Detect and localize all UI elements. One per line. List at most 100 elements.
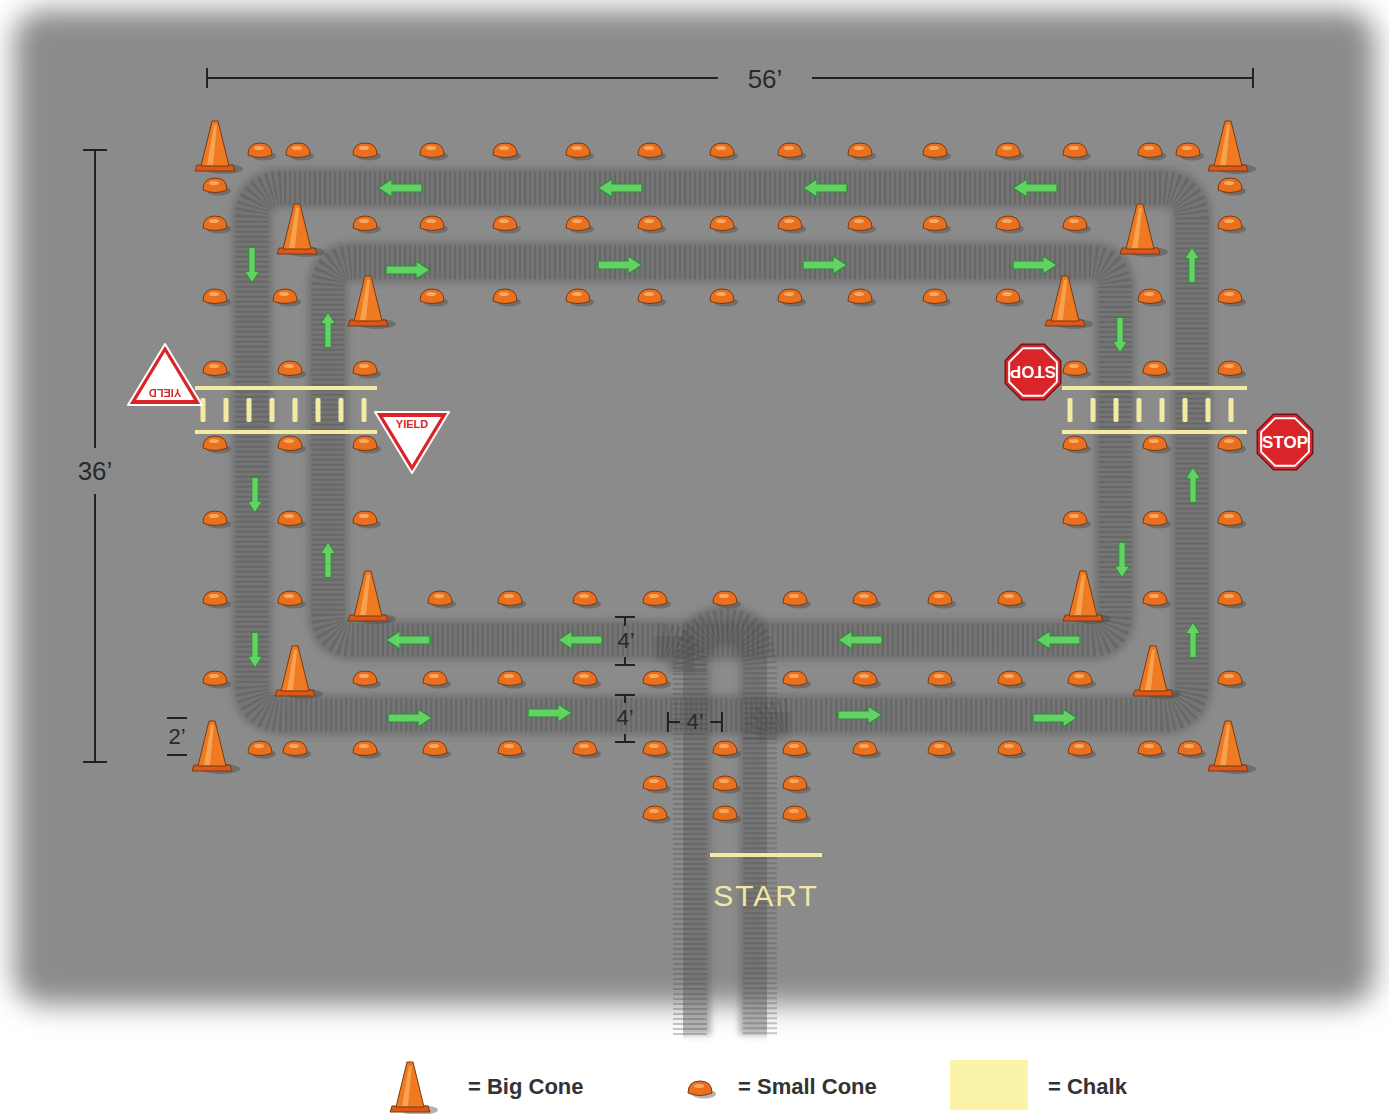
- small-cone-part: [493, 216, 517, 231]
- small-cone-part: [1068, 671, 1092, 686]
- small-cone-part: [719, 744, 729, 748]
- small-cone-part: [254, 146, 264, 150]
- chalk-crosswalk: [195, 388, 377, 432]
- small-cone: [1068, 671, 1096, 689]
- small-cone-part: [429, 674, 439, 678]
- small-cone-part: [1224, 594, 1234, 598]
- small-cone-part: [1063, 361, 1087, 376]
- small-cone-part: [1144, 292, 1154, 296]
- small-cone-part: [353, 511, 377, 526]
- small-cone-part: [649, 779, 659, 783]
- big-cone-part: [201, 121, 229, 166]
- cone-layer: [192, 121, 1256, 824]
- dimension-line: [206, 68, 208, 88]
- small-cone: [1218, 671, 1246, 689]
- small-cone-part: [996, 289, 1020, 304]
- small-cone-part: [928, 741, 952, 756]
- small-cone: [1143, 591, 1171, 609]
- small-cone: [1063, 436, 1091, 454]
- small-cone-part: [353, 671, 377, 686]
- small-cone-part: [643, 776, 667, 791]
- big-cone-part: [204, 725, 214, 765]
- big-cone: [277, 204, 325, 257]
- big-cone-part: [1051, 276, 1079, 321]
- small-cone-part: [420, 289, 444, 304]
- small-cone: [783, 741, 811, 759]
- big-cone: [390, 1062, 438, 1114]
- small-cone: [1176, 143, 1204, 161]
- dimension-line: [167, 754, 187, 756]
- small-cone-part: [644, 219, 654, 223]
- small-cone-part: [1069, 219, 1079, 223]
- small-cone-part: [934, 674, 944, 678]
- small-cone-part: [426, 292, 436, 296]
- small-cone: [783, 806, 811, 824]
- small-cone-part: [929, 146, 939, 150]
- chalk-crosswalk-part: [1062, 386, 1247, 390]
- direction-arrow: [248, 632, 262, 667]
- small-cone-part: [573, 671, 597, 686]
- small-cone-part: [928, 671, 952, 686]
- small-cone: [273, 289, 301, 307]
- small-cone-part: [719, 779, 729, 783]
- small-cone-part: [572, 292, 582, 296]
- direction-arrow: [1013, 256, 1057, 274]
- small-cone: [1143, 511, 1171, 529]
- small-cone-part: [499, 146, 509, 150]
- small-cone: [713, 806, 741, 824]
- dimension-label: 56’: [748, 65, 783, 94]
- small-cone-part: [928, 591, 952, 606]
- small-cone-part: [1218, 178, 1242, 193]
- small-cone-part: [853, 741, 877, 756]
- small-cone: [278, 361, 306, 379]
- small-cone-part: [203, 436, 227, 451]
- dimension-label: 4’: [686, 710, 703, 734]
- small-cone-part: [1149, 514, 1159, 518]
- small-cone-part: [273, 289, 297, 304]
- small-cone-part: [934, 744, 944, 748]
- small-cone-part: [493, 143, 517, 158]
- start-label: START: [713, 879, 819, 912]
- dimension-line: [624, 657, 626, 665]
- small-cone-part: [716, 292, 726, 296]
- big-cone-part: [1214, 121, 1242, 166]
- small-cone-part: [1218, 511, 1242, 526]
- sign-rim: [1009, 348, 1057, 396]
- direction-arrow: [838, 706, 882, 724]
- small-cone: [853, 591, 881, 609]
- small-cone-part: [284, 364, 294, 368]
- small-cone-part: [423, 741, 447, 756]
- small-cone: [566, 143, 594, 161]
- small-cone-part: [203, 216, 227, 231]
- small-cone: [998, 741, 1026, 759]
- small-cone-part: [859, 674, 869, 678]
- dimension-line: [1252, 68, 1254, 88]
- direction-arrow: [1185, 247, 1199, 282]
- small-cone: [420, 216, 448, 234]
- sign-border: [1257, 414, 1312, 469]
- small-cone-part: [209, 292, 219, 296]
- chalk-crosswalk-part: [316, 398, 321, 422]
- big-cone: [1208, 121, 1256, 174]
- chalk-crosswalk-part: [270, 398, 275, 422]
- small-cone-part: [278, 591, 302, 606]
- dimension-label: 4’: [617, 629, 634, 653]
- direction-arrow: [528, 704, 572, 722]
- direction-arrow: [248, 477, 262, 512]
- track-texture: [655, 640, 690, 672]
- small-cone: [783, 671, 811, 689]
- small-cone-part: [353, 143, 377, 158]
- small-cone: [1063, 511, 1091, 529]
- small-cone: [203, 591, 231, 609]
- small-cone-part: [203, 591, 227, 606]
- small-cone-part: [286, 143, 310, 158]
- small-cone-part: [499, 219, 509, 223]
- dimension-line: [94, 494, 96, 762]
- small-cone-part: [572, 219, 582, 223]
- small-cone-part: [783, 671, 807, 686]
- dimension-lines: [83, 68, 1253, 762]
- chalk-crosswalk-part: [1137, 398, 1142, 422]
- small-cone-part: [498, 671, 522, 686]
- small-cone-part: [1143, 591, 1167, 606]
- small-cone-part: [778, 289, 802, 304]
